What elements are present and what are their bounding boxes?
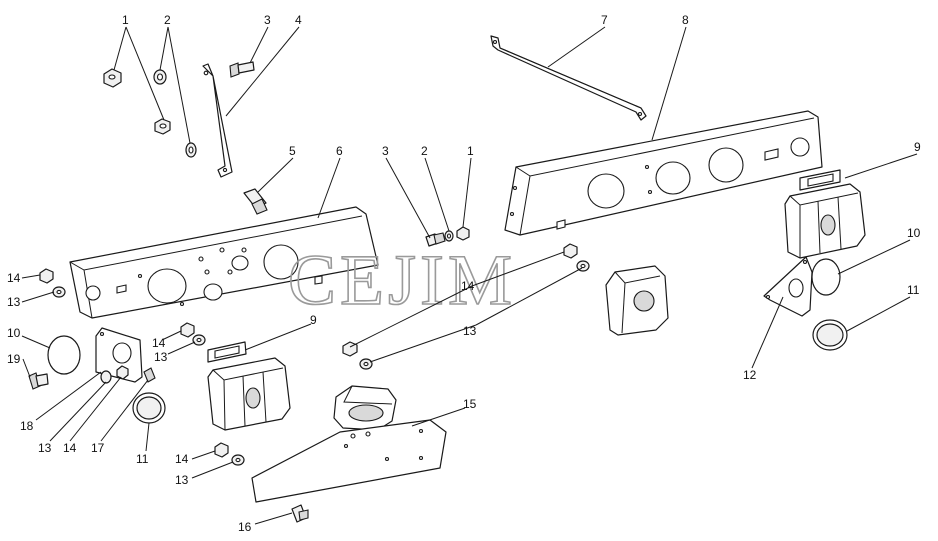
panel-6 xyxy=(69,206,379,319)
plate-15 xyxy=(251,419,447,503)
washer-13-left xyxy=(52,286,66,298)
callout-4: 4 xyxy=(295,13,302,27)
strip-7 xyxy=(490,35,647,121)
callout-10-right: 10 xyxy=(907,226,921,240)
nut-14-bracket xyxy=(116,365,129,380)
callout-6: 6 xyxy=(336,144,343,158)
gasket-10-left xyxy=(47,335,81,375)
washer-2-lower xyxy=(185,142,197,158)
washer-2-center xyxy=(444,230,454,242)
washer-13-center-lower xyxy=(359,358,373,370)
nut-1-center xyxy=(456,226,470,241)
callout-10-left: 10 xyxy=(7,326,21,340)
watermark: CEJIM xyxy=(288,240,516,320)
callout-14-lower: 14 xyxy=(175,452,189,466)
gasket-10-right xyxy=(811,258,841,296)
nut-14-mid xyxy=(180,322,195,338)
bracket-18 xyxy=(95,327,143,383)
callout-2: 2 xyxy=(164,13,171,27)
lens-11-right xyxy=(812,319,848,351)
bolt-3-upper xyxy=(229,61,255,78)
nut-14-lower xyxy=(214,442,229,458)
callout-14-mid: 14 xyxy=(152,336,166,350)
callout-14-center: 14 xyxy=(461,279,475,293)
callout-13-mid: 13 xyxy=(154,350,168,364)
nut-14-center xyxy=(563,243,578,259)
leader-lines xyxy=(21,26,918,525)
bracket-12 xyxy=(763,256,813,317)
washer-13-lower xyxy=(231,454,245,466)
callout-1-center: 1 xyxy=(467,144,474,158)
nut-1-lower-left xyxy=(154,118,171,135)
callout-13-center: 13 xyxy=(463,324,477,338)
callout-13-left: 13 xyxy=(7,295,21,309)
bolt-16 xyxy=(291,504,309,523)
bracket-4 xyxy=(202,63,233,178)
bolt-5 xyxy=(243,188,268,215)
lamp-9-left xyxy=(207,357,291,431)
callout-18: 18 xyxy=(20,419,34,433)
callout-13-lower: 13 xyxy=(175,473,189,487)
callout-15: 15 xyxy=(463,397,477,411)
callout-5: 5 xyxy=(289,144,296,158)
callout-3-center: 3 xyxy=(382,144,389,158)
callout-8: 8 xyxy=(682,13,689,27)
callout-9-left: 9 xyxy=(310,313,317,327)
callout-3: 3 xyxy=(264,13,271,27)
callout-11-right: 11 xyxy=(907,283,920,297)
washer-13-bracket xyxy=(100,370,112,384)
nut-1-upper-left xyxy=(103,68,122,88)
callout-12: 12 xyxy=(743,368,757,382)
callout-1: 1 xyxy=(122,13,129,27)
nut-14-left xyxy=(39,268,54,284)
gasket-9-right xyxy=(799,169,841,191)
callout-13-bracket: 13 xyxy=(38,441,52,455)
callout-labels: 1 2 3 4 5 6 3 2 1 7 8 9 10 11 12 14 13 1… xyxy=(7,13,921,534)
callout-17: 17 xyxy=(91,441,105,455)
bolt-17 xyxy=(143,367,156,383)
bolt-19 xyxy=(28,372,49,390)
callout-9-right: 9 xyxy=(914,140,921,154)
lens-11-left xyxy=(132,392,166,424)
callout-2-center: 2 xyxy=(421,144,428,158)
washer-13-mid xyxy=(192,334,206,346)
lamp-9-right xyxy=(784,183,866,259)
panel-8 xyxy=(504,110,823,236)
callout-7: 7 xyxy=(601,13,608,27)
lamp-center xyxy=(605,265,669,336)
lamp-small-center xyxy=(333,385,397,431)
callout-16: 16 xyxy=(238,520,252,534)
washer-13-center xyxy=(576,260,590,272)
callout-19: 19 xyxy=(7,352,21,366)
callout-14-bracket: 14 xyxy=(63,441,77,455)
washer-2-upper xyxy=(153,69,167,85)
callout-11-left: 11 xyxy=(136,452,149,466)
callout-14-left: 14 xyxy=(7,271,21,285)
gasket-9-left xyxy=(207,341,247,363)
